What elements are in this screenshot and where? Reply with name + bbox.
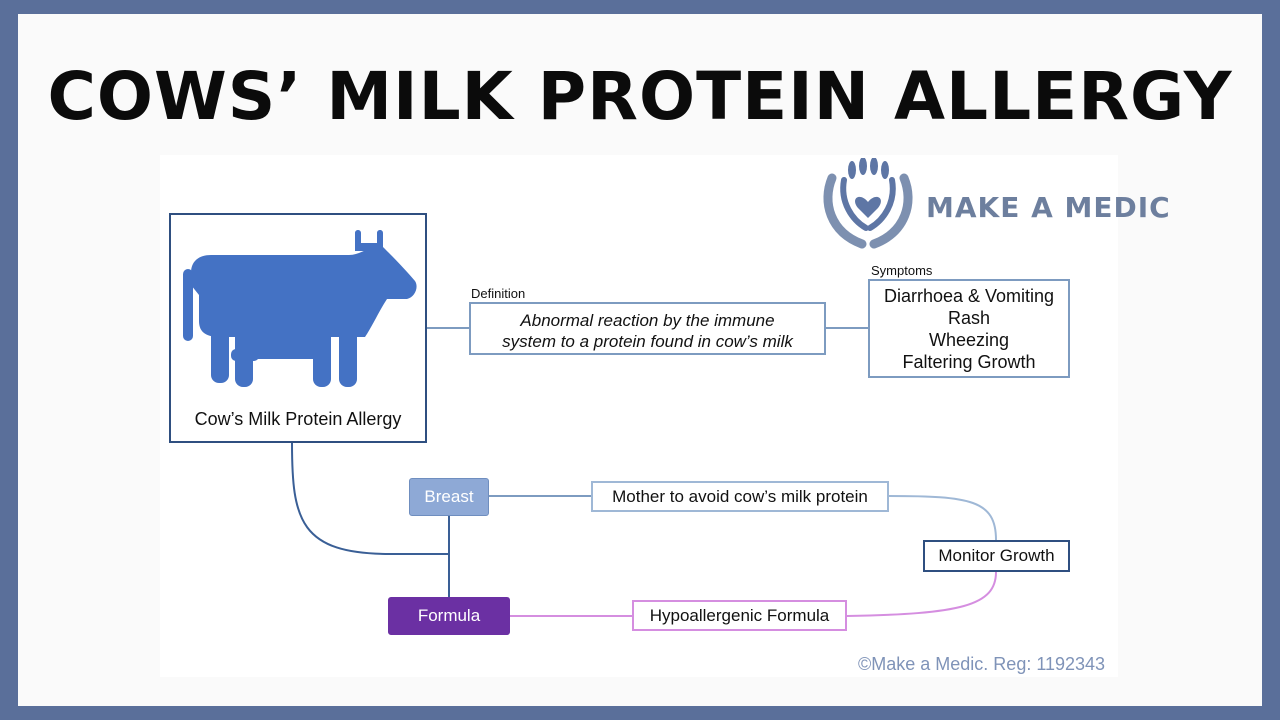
symptoms-label: Symptoms <box>871 263 933 278</box>
cow-to-branch-link <box>291 442 449 555</box>
copyright-text: ©Make a Medic. Reg: 1192343 <box>858 654 1106 674</box>
symptom-item: Rash <box>947 308 991 328</box>
formula-node: Formula <box>388 597 510 635</box>
hands-with-heart-logo-icon <box>823 158 913 249</box>
symptom-item: Wheezing <box>928 330 1010 350</box>
hypo-to-monitor-link <box>846 571 997 617</box>
cow-card: Cow’s Milk Protein Allergy <box>169 213 427 443</box>
logo-text: MAKE A MEDIC <box>926 191 1171 224</box>
cow-icon <box>183 230 417 387</box>
page-title: COWS’ MILK PROTEIN ALLERGY <box>47 58 1233 135</box>
hypoallergenic-box: Hypoallergenic Formula <box>632 600 847 631</box>
mother-to-monitor-link <box>888 495 997 541</box>
symptom-item: Faltering Growth <box>902 352 1036 372</box>
symptom-item: Diarrhoea & Vomiting <box>883 286 1055 306</box>
definition-box: Abnormal reaction by the immune system t… <box>469 302 826 355</box>
definition-line-2: system to a protein found in cow’s milk <box>502 332 793 351</box>
symptoms-box: Diarrhoea & Vomiting Rash Wheezing Falte… <box>868 279 1070 378</box>
definition-line-1: Abnormal reaction by the immune <box>520 311 775 330</box>
monitor-growth-box: Monitor Growth <box>923 540 1070 572</box>
mother-avoid-box: Mother to avoid cow’s milk protein <box>591 481 889 512</box>
cow-card-label: Cow’s Milk Protein Allergy <box>194 409 402 429</box>
breast-node: Breast <box>409 478 489 516</box>
definition-label: Definition <box>471 286 526 301</box>
